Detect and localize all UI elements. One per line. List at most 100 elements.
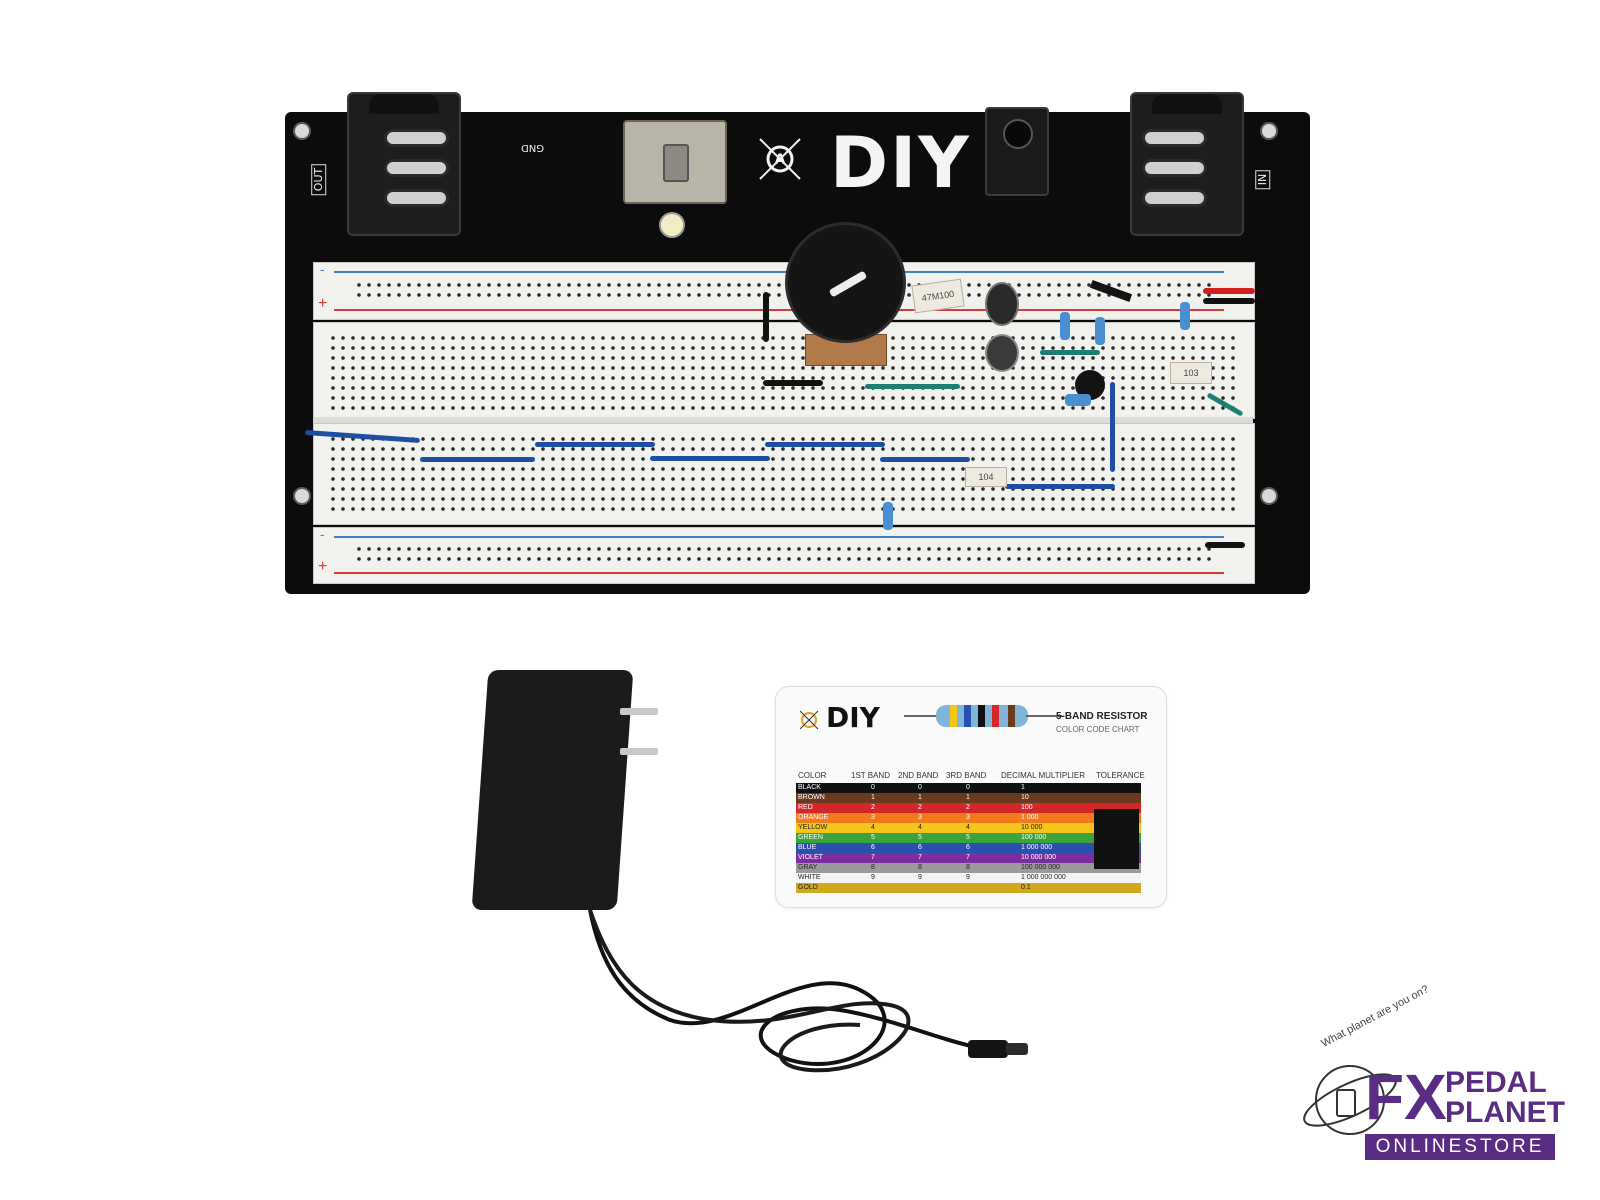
adapter-prong	[620, 708, 658, 715]
col-header: 3RD BAND	[946, 771, 987, 780]
jumper-wire	[763, 292, 769, 342]
adapter-cable	[588, 909, 1028, 1073]
ceramic-capacitor: 104	[965, 467, 1007, 487]
power-adapter	[470, 670, 680, 920]
planet-icon	[1303, 1065, 1397, 1135]
brand-title: DIY	[830, 122, 971, 204]
color-row: ORANGE 3 3 3 1 000	[796, 813, 1141, 823]
center-channel	[313, 417, 1253, 423]
col-header: TOLERANCE	[1096, 771, 1145, 780]
color-cell: 6	[871, 844, 875, 851]
jumper-wire	[880, 457, 970, 462]
color-cell: 0	[918, 784, 922, 791]
mount-hole	[1260, 487, 1278, 505]
resistor	[1060, 312, 1070, 340]
plus-sign: +	[318, 558, 328, 575]
jumper-wire	[1040, 350, 1100, 355]
led	[659, 212, 685, 238]
color-cell: 1 000	[1021, 814, 1039, 821]
color-cell: 7	[966, 854, 970, 861]
potentiometer-knob[interactable]	[785, 222, 906, 343]
color-cell: 3	[871, 814, 875, 821]
diy-emblem-icon: A	[755, 134, 805, 184]
color-cell: 4	[918, 824, 922, 831]
color-cell: 7	[918, 854, 922, 861]
color-cell: 1 000 000	[1021, 844, 1053, 851]
color-cell: 2	[871, 804, 875, 811]
color-row: YELLOW 4 4 4 10 000	[796, 823, 1141, 833]
input-jack	[1130, 92, 1244, 236]
resistor-graphic	[936, 705, 1028, 727]
logo-fx: FX	[1365, 1061, 1447, 1133]
color-cell: 4	[966, 824, 970, 831]
in-label: IN	[1255, 169, 1271, 190]
resistor	[1180, 302, 1190, 330]
col-header: 2ND BAND	[898, 771, 939, 780]
minus-sign: -	[320, 261, 325, 277]
color-cell: 5	[966, 834, 970, 841]
diy-emblem-icon	[798, 709, 820, 731]
color-cell: 10 000	[1021, 824, 1043, 831]
color-cell: 5	[918, 834, 922, 841]
mount-hole	[1260, 122, 1278, 140]
color-cell: ORANGE	[798, 814, 829, 821]
resistor	[883, 502, 893, 530]
color-cell: 1	[918, 794, 922, 801]
color-cell: 9	[871, 874, 875, 881]
power-lead-black	[1203, 298, 1255, 304]
color-cell: BLUE	[798, 844, 817, 851]
jumper-wire	[765, 442, 885, 447]
color-cell: 3	[966, 814, 970, 821]
logo-pedal: PEDAL	[1445, 1066, 1547, 1099]
plus-sign: +	[318, 295, 328, 312]
logo-store: ONLINESTORE	[1365, 1134, 1555, 1160]
color-cell: 100 000 000	[1021, 864, 1060, 871]
color-cell: 9	[918, 874, 922, 881]
logo-planet: PLANET	[1445, 1096, 1565, 1129]
ceramic-capacitor: 103	[1170, 362, 1212, 384]
color-cell: 0.1	[1021, 884, 1031, 891]
color-cell: 0	[966, 784, 970, 791]
color-cell: GOLD	[798, 884, 818, 891]
card-subtitle: COLOR CODE CHART	[1056, 725, 1140, 734]
color-cell: GREEN	[798, 834, 823, 841]
electrolytic-capacitor	[985, 334, 1019, 372]
color-cell: 10	[1021, 794, 1029, 801]
power-lead-red	[1203, 288, 1255, 294]
knob-indicator	[828, 270, 868, 298]
jumper-wire	[650, 456, 770, 461]
col-header: DECIMAL MULTIPLIER	[1001, 771, 1086, 780]
color-cell: VIOLET	[798, 854, 823, 861]
footswitch[interactable]	[623, 120, 727, 204]
color-cell: BLACK	[798, 784, 821, 791]
color-cell: 8	[966, 864, 970, 871]
col-header: 1ST BAND	[851, 771, 890, 780]
gnd-label: GND	[521, 142, 544, 153]
resistor	[1065, 394, 1091, 406]
jumper-wire	[865, 384, 960, 389]
breadboard-platform: OUT GND A DIY IN - +	[285, 92, 1310, 594]
color-cell: YELLOW	[798, 824, 828, 831]
svg-text:A: A	[775, 152, 786, 168]
resistor	[1095, 317, 1105, 345]
color-cell: 3	[918, 814, 922, 821]
color-cell: 1	[871, 794, 875, 801]
color-cell: 7	[871, 854, 875, 861]
mount-hole	[293, 122, 311, 140]
color-cell: WHITE	[798, 874, 821, 881]
resistor-color-card: DIY 5-BAND RESISTOR COLOR CODE CHART COL…	[775, 686, 1167, 908]
color-cell: 6	[918, 844, 922, 851]
out-label: OUT	[311, 163, 327, 196]
color-cell: 4	[871, 824, 875, 831]
bottom-power-rail: - +	[313, 526, 1255, 584]
output-jack	[347, 92, 461, 236]
jumper-wire	[1110, 382, 1115, 472]
terminal-strip-bottom	[313, 423, 1255, 525]
